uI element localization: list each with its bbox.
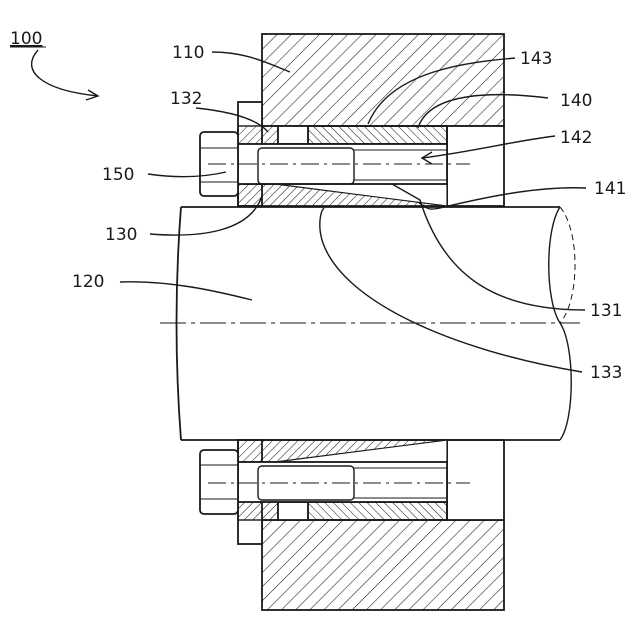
- leader-133: [320, 208, 582, 372]
- label-132: 132: [170, 89, 202, 109]
- leader-120: [120, 282, 252, 300]
- label-120: 120: [72, 272, 104, 292]
- label-141: 141: [594, 179, 626, 199]
- spacer-top: [278, 126, 308, 144]
- arrow-100: [32, 50, 98, 96]
- hub-top: [262, 34, 504, 126]
- spacer-bottom: [278, 502, 308, 520]
- flange-hatch-top: [238, 126, 278, 144]
- bolt-head-bottom: [200, 450, 238, 514]
- flange-hatch-bottom: [238, 502, 278, 520]
- label-131: 131: [590, 301, 622, 321]
- label-130: 130: [105, 225, 137, 245]
- label-110: 110: [172, 43, 204, 63]
- hub-bore-bottom: [447, 440, 504, 520]
- outer-ring-bottom: [308, 502, 447, 520]
- label-143: 143: [520, 49, 552, 69]
- label-140: 140: [560, 91, 592, 111]
- label-142: 142: [560, 128, 592, 148]
- shaft-break-dashed: [560, 207, 575, 323]
- label-100: 100: [10, 29, 42, 49]
- hub-bore-top: [447, 126, 504, 206]
- label-150: 150: [102, 165, 134, 185]
- hub-bottom: [262, 520, 504, 610]
- outer-ring-top: [308, 126, 447, 144]
- label-133: 133: [590, 363, 622, 383]
